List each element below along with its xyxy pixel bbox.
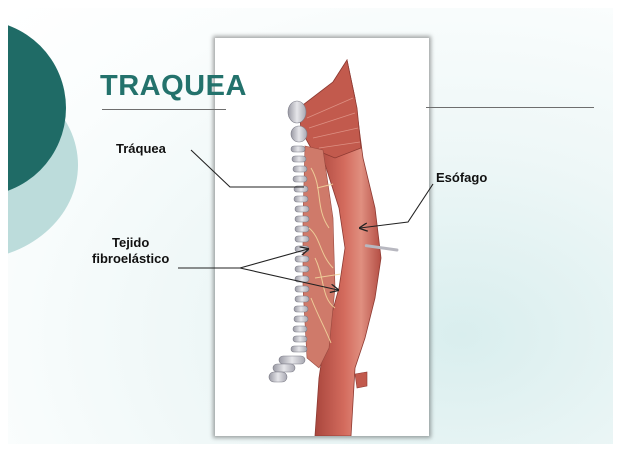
title-rule-right (426, 107, 594, 108)
cartilage-rings (269, 101, 309, 382)
trachea-esophagus-illustration (215, 38, 429, 436)
label-tejido-line1: Tejido (92, 235, 169, 251)
label-tejido-line2: fibroelástico (92, 251, 169, 267)
anatomy-image-frame (215, 38, 429, 436)
title-rule-left (102, 109, 226, 110)
label-tejido-fibroelastico: Tejido fibroelástico (92, 235, 169, 267)
label-esofago: Esófago (436, 170, 487, 186)
slide: TRAQUEA (8, 8, 613, 444)
slide-title: TRAQUEA (100, 70, 247, 103)
label-traquea: Tráquea (116, 141, 166, 157)
